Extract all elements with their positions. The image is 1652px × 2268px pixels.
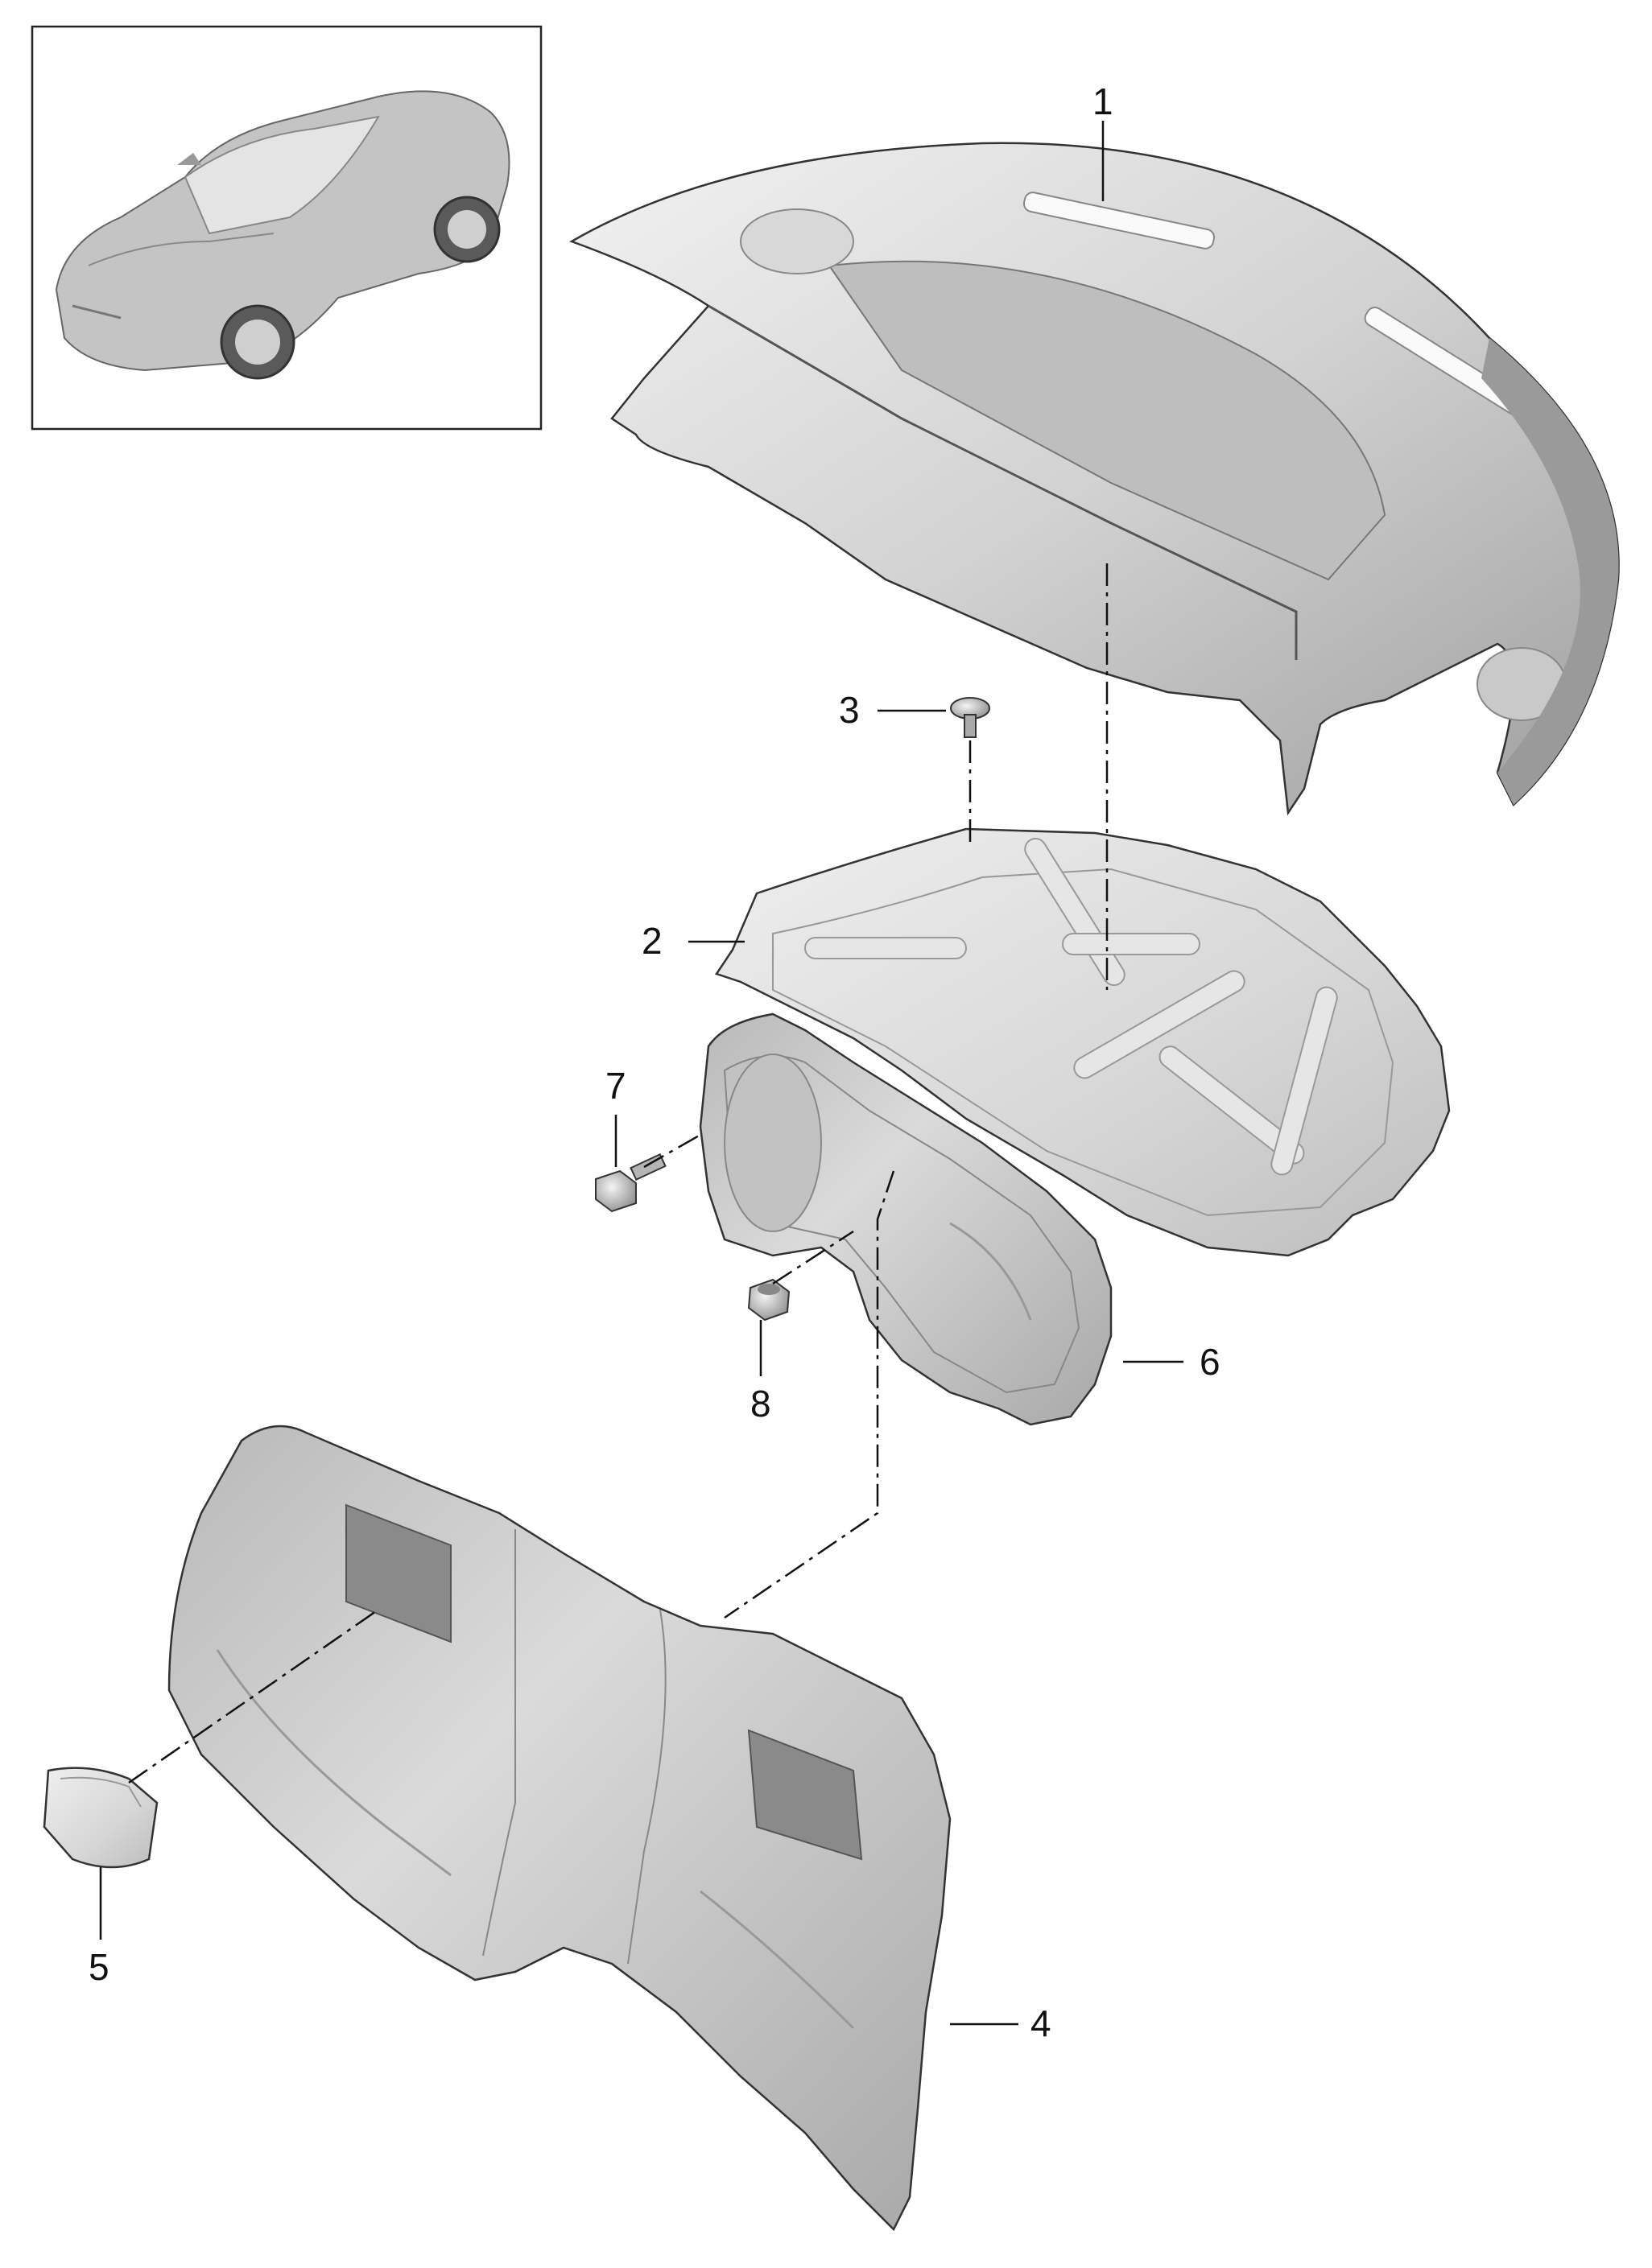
part-7-bolt [595, 1153, 667, 1213]
vehicle-thumbnail [31, 25, 543, 431]
leader-lines [99, 121, 1183, 2026]
assembly-lines [128, 563, 1109, 1784]
part-1-rear-cover [569, 142, 1620, 816]
callout-3: 3 [839, 689, 860, 731]
callout-7: 7 [605, 1065, 626, 1107]
callout-1: 1 [1092, 80, 1113, 122]
part-8-nut [747, 1278, 791, 1322]
callout-5: 5 [89, 1946, 109, 1988]
callout-6: 6 [1200, 1341, 1220, 1383]
part-5-cover-cap [43, 1767, 159, 1869]
car-thumbnail-icon [55, 90, 510, 380]
callout-8: 8 [750, 1383, 771, 1425]
callout-4: 4 [1030, 2002, 1051, 2044]
part-3-clip [950, 697, 990, 738]
callout-2: 2 [642, 920, 663, 962]
part-2-panel [715, 827, 1451, 1257]
callouts: 1 2 3 4 5 6 7 8 [89, 80, 1220, 2044]
part-4-rear-trim [167, 1425, 952, 2232]
part-6-trim-panel [699, 1012, 1113, 1426]
